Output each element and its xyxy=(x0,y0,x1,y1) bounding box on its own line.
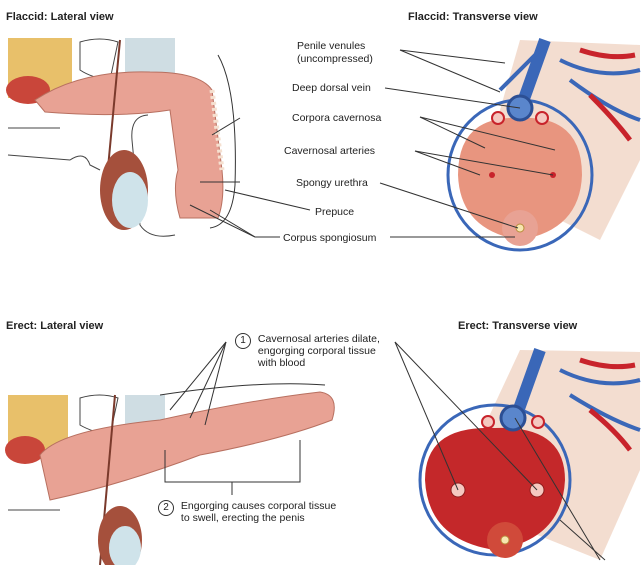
leader-line xyxy=(414,150,554,176)
leader-line xyxy=(514,417,601,561)
leader-line xyxy=(399,49,501,93)
flaccid-urethra xyxy=(515,223,525,233)
label-penile-venules-sub: (uncompressed) xyxy=(297,53,373,65)
label-corpora-cavernosa: Corpora cavernosa xyxy=(292,112,382,124)
step-1-line-1: Cavernosal arteries dilate, xyxy=(257,333,380,345)
erect-lateral-illustration xyxy=(5,341,335,565)
leader-line xyxy=(379,182,519,229)
erect-tunica xyxy=(418,403,572,557)
leader-line xyxy=(414,150,481,176)
leader-line xyxy=(559,519,606,561)
erect-venules xyxy=(559,368,641,432)
label-prepuce: Prepuce xyxy=(315,206,355,218)
flaccid-venules xyxy=(498,48,641,122)
flaccid-lateral-illustration xyxy=(6,38,311,238)
panel-title-flaccid-transverse: Flaccid: Transverse view xyxy=(408,11,538,23)
erect-transverse-illustration xyxy=(394,341,641,561)
leader-line xyxy=(384,87,521,109)
erect-arteries xyxy=(579,357,636,452)
step-1-line-2: engorging corporal tissue xyxy=(257,345,376,357)
label-spongy-urethra: Spongy urethra xyxy=(296,177,368,189)
erect-penis-shaft xyxy=(39,391,335,501)
erect-skin-outline xyxy=(159,383,326,396)
flaccid-dorsal-vessels xyxy=(209,89,225,171)
leader-line xyxy=(204,341,227,426)
leader-line xyxy=(209,209,256,238)
dorsal-artery xyxy=(491,111,505,125)
leader-line xyxy=(224,189,311,211)
skin-outline xyxy=(209,54,236,229)
panel-title-erect-transverse: Erect: Transverse view xyxy=(458,320,578,332)
vas-deferens xyxy=(7,154,101,171)
panel-title-flaccid-lateral: Flaccid: Lateral view xyxy=(6,11,114,23)
bladder-region xyxy=(125,38,175,78)
flaccid-penis-shaft xyxy=(34,71,224,219)
label-deep-dorsal-vein: Deep dorsal vein xyxy=(292,82,371,94)
leader-line xyxy=(419,116,556,151)
leader-line xyxy=(189,341,227,419)
dorsal-artery xyxy=(481,415,495,429)
panel-title-erect-lateral: Erect: Lateral view xyxy=(6,320,104,332)
leader-line xyxy=(394,341,459,491)
cavernosal-artery xyxy=(489,172,495,178)
dorsal-artery xyxy=(531,415,545,429)
leader-line xyxy=(189,204,256,238)
label-penile-venules: Penile venules xyxy=(297,40,366,52)
step-1-number: 1 xyxy=(235,333,251,349)
erect-deep-dorsal-vein xyxy=(499,404,527,432)
testis xyxy=(112,172,148,228)
leader-line xyxy=(419,116,486,149)
step-1: 1 Cavernosal arteries dilate, engorging … xyxy=(235,333,380,369)
flaccid-arteries xyxy=(579,47,636,142)
leader-line xyxy=(211,117,241,136)
step-2-number: 2 xyxy=(158,500,174,516)
erect-corpora-cavernosa xyxy=(425,427,565,550)
label-cavernosal-arteries: Cavernosal arteries xyxy=(284,145,376,157)
leader-line xyxy=(399,49,506,64)
erect-urethra xyxy=(500,535,510,545)
leader-line xyxy=(394,341,538,491)
step-2-line-2: to swell, erecting the penis xyxy=(180,512,305,524)
step-2-line-1: Engorging causes corporal tissue xyxy=(180,500,337,512)
testis xyxy=(109,526,141,565)
dorsal-artery xyxy=(535,111,549,125)
prostate xyxy=(5,436,45,464)
label-corpus-spongiosum: Corpus spongiosum xyxy=(283,232,377,244)
flaccid-corpora-cavernosa xyxy=(458,117,582,240)
flaccid-transverse-illustration xyxy=(379,37,641,252)
leader-line xyxy=(169,341,227,411)
step-2: 2 Engorging causes corporal tissue to sw… xyxy=(158,500,336,524)
step-1-line-3: with blood xyxy=(257,357,306,369)
